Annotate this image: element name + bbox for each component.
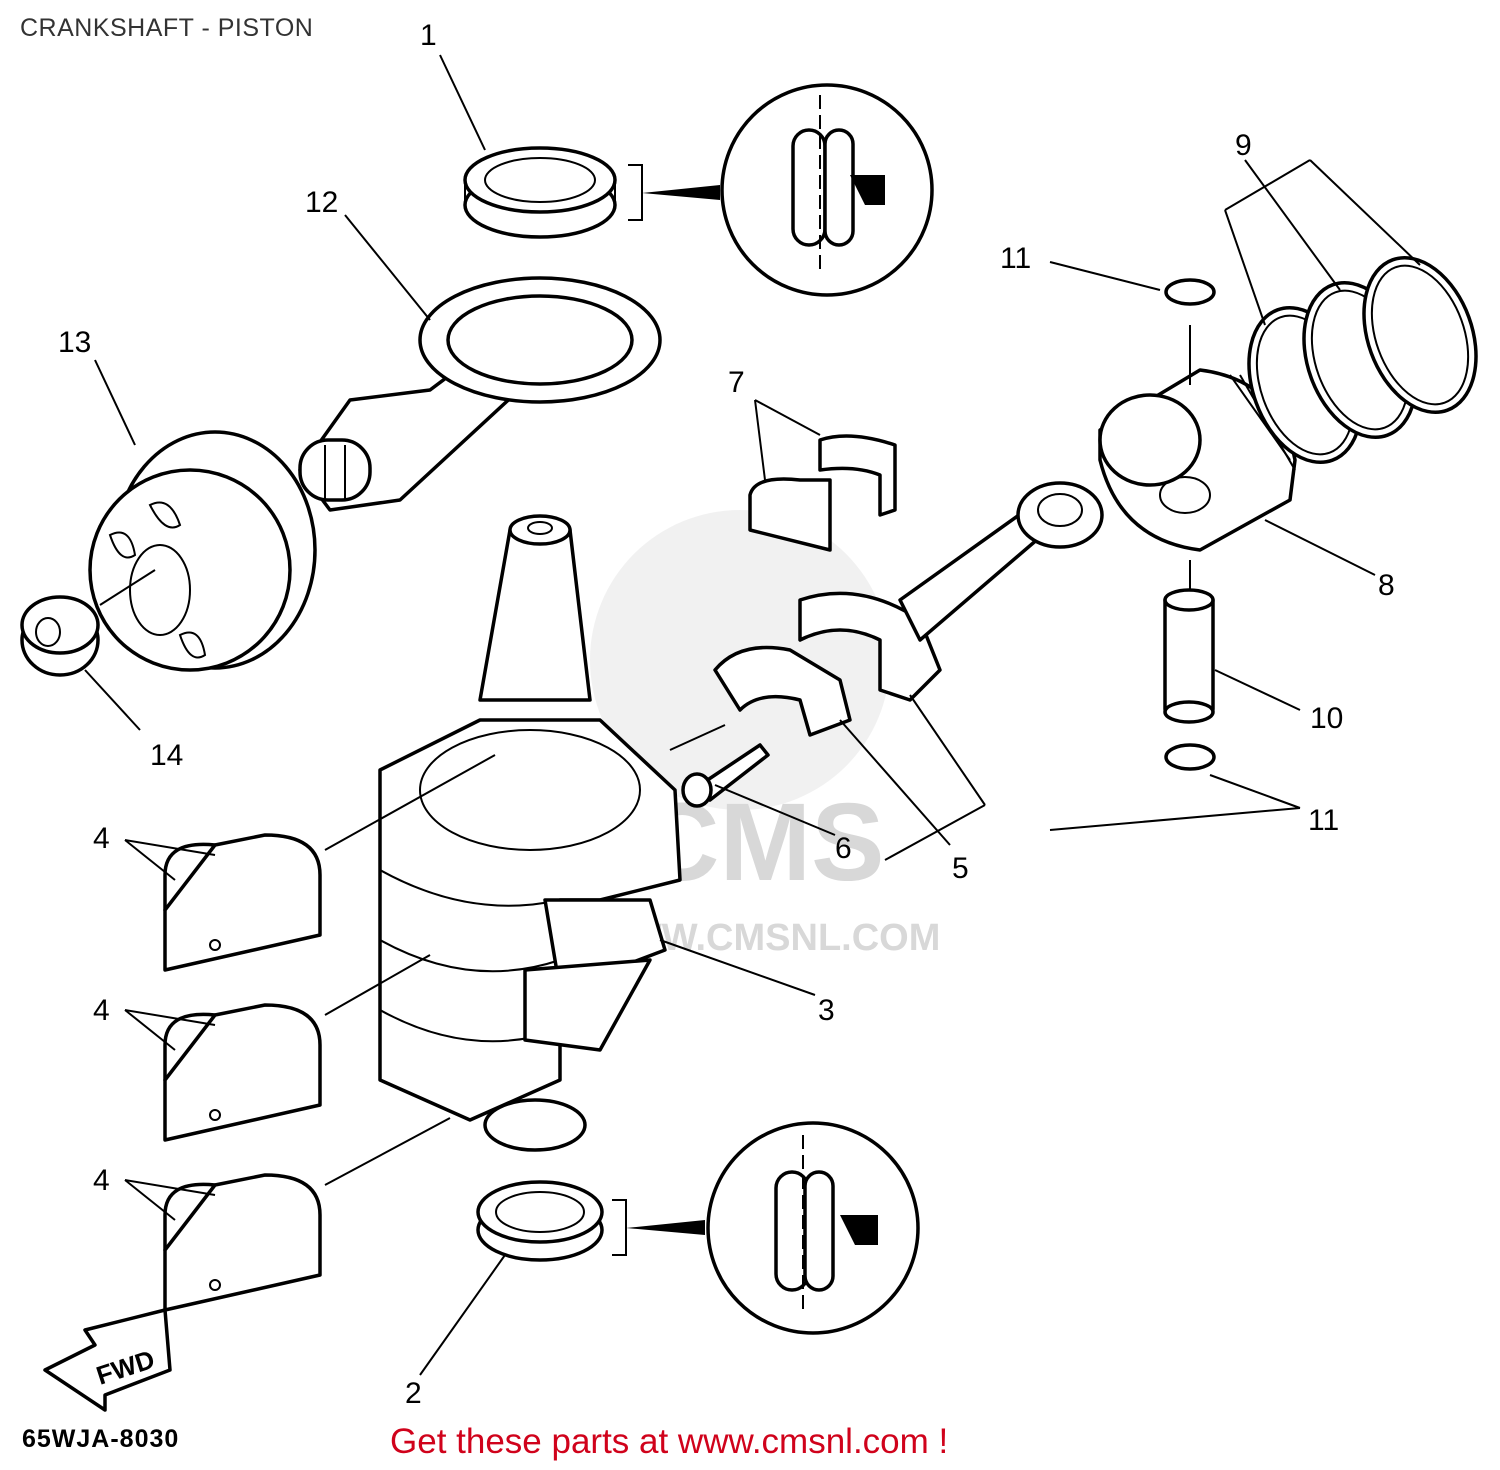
watermark-brand: CMS	[640, 781, 884, 904]
cta-link[interactable]: Get these parts at www.cmsnl.com !	[390, 1422, 949, 1461]
exploded-parts-diagram: CMS WWW.CMSNL.COM	[20, 19, 1496, 1412]
callout-1: 1	[420, 19, 437, 52]
callout-5: 5	[952, 852, 969, 885]
rotor-arm[interactable]	[298, 276, 662, 512]
callout-7: 7	[728, 366, 745, 399]
callout-2: 2	[405, 1377, 422, 1410]
detail-view-bottom	[612, 1121, 920, 1335]
leader-lines	[84, 54, 1421, 1376]
callout-9: 9	[1235, 129, 1252, 162]
callout-10: 10	[1310, 702, 1343, 735]
main-bearing-1[interactable]	[163, 833, 322, 972]
crankshaft[interactable]	[378, 514, 682, 1152]
callout-6: 6	[835, 832, 852, 865]
piston[interactable]	[1098, 368, 1297, 552]
diagram-title: CRANKSHAFT - PISTON	[20, 14, 314, 42]
oil-seal-top[interactable]	[463, 146, 617, 239]
callout-8: 8	[1378, 569, 1395, 602]
callout-4-b: 4	[93, 994, 110, 1027]
flywheel-nut[interactable]	[20, 595, 100, 677]
callout-13: 13	[58, 326, 91, 359]
conrod-bearing[interactable]	[748, 434, 897, 552]
callout-labels: 1 12 13 14 7 9 11 8 10 11 6 5 3 4 4 4 2	[58, 19, 1395, 1410]
circlip-top[interactable]	[1164, 278, 1216, 306]
piston-rings[interactable]	[1229, 242, 1496, 478]
callout-11-bottom: 11	[1308, 804, 1339, 837]
diagram-code: 65WJA-8030	[22, 1425, 180, 1453]
callout-11-top: 11	[1000, 242, 1031, 275]
callout-4-a: 4	[93, 822, 110, 855]
oil-seal-bottom[interactable]	[476, 1180, 604, 1262]
connecting-rod[interactable]	[713, 481, 1104, 737]
piston-pin[interactable]	[1163, 588, 1215, 724]
flywheel[interactable]	[88, 430, 317, 672]
cms-watermark: CMS WWW.CMSNL.COM	[590, 510, 940, 959]
main-bearing-3[interactable]	[163, 1173, 322, 1312]
callout-4-c: 4	[93, 1164, 110, 1197]
main-bearing-2[interactable]	[163, 1003, 322, 1142]
fwd-arrow-icon: FWD	[43, 1308, 172, 1412]
circlip-bottom[interactable]	[1164, 743, 1216, 771]
callout-3: 3	[818, 994, 835, 1027]
callout-12: 12	[305, 186, 338, 219]
callout-14: 14	[150, 739, 183, 772]
detail-view-top	[628, 83, 934, 297]
